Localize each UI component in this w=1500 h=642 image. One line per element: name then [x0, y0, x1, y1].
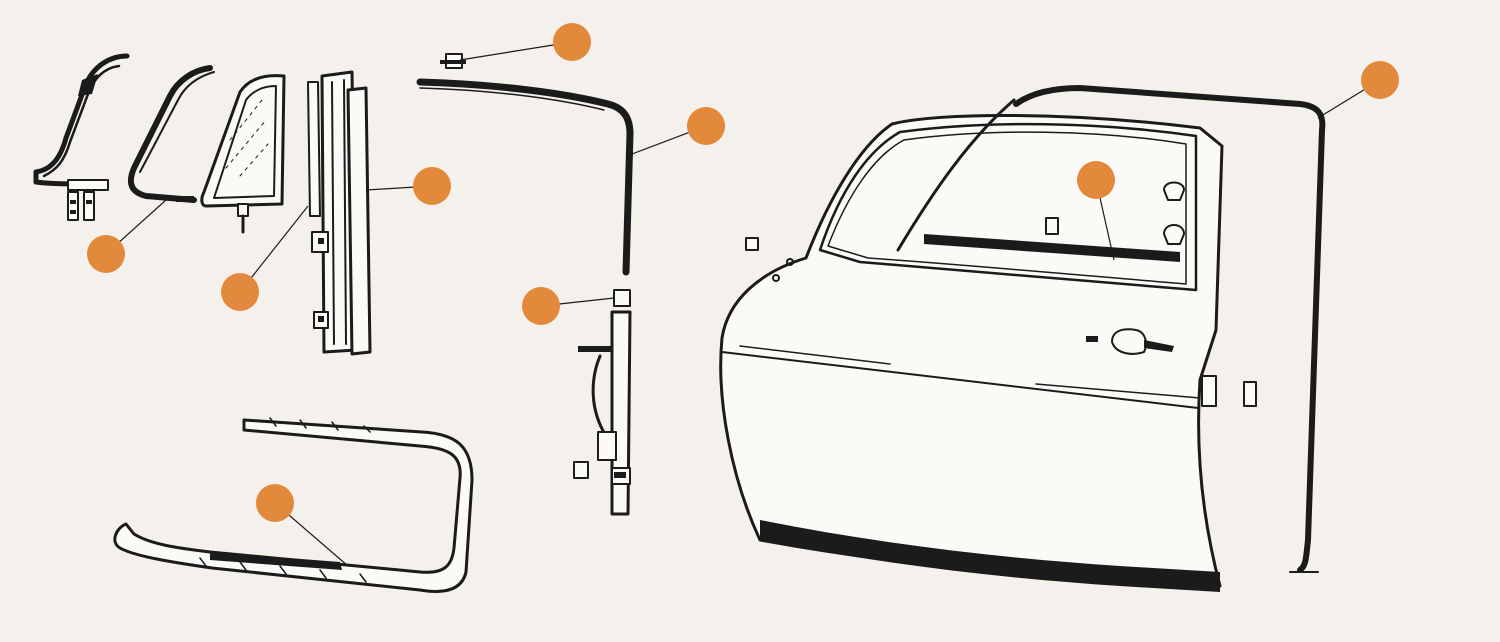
lower-trim-seal-part	[113, 417, 474, 593]
hotspot-roof-weatherstrip[interactable]	[687, 107, 725, 145]
top-clip-part	[440, 53, 466, 69]
hotspot-trim-seal[interactable]	[256, 484, 294, 522]
channel-bracket-part	[573, 289, 632, 516]
door-shell-part	[719, 98, 1257, 592]
quarter-window-seal-part	[127, 65, 215, 203]
glass-run-channel-part	[307, 70, 372, 356]
hotspot-glass-run-channel[interactable]	[413, 167, 451, 205]
hotspot-quarter-window-seal[interactable]	[87, 235, 125, 273]
hotspot-vent-frame-seal[interactable]	[221, 273, 259, 311]
hotspot-channel-bracket[interactable]	[522, 287, 560, 325]
vent-window-part	[200, 74, 286, 234]
hotspot-top-clip[interactable]	[553, 23, 591, 61]
hotspot-door-seal[interactable]	[1361, 61, 1399, 99]
vent-frame-part	[33, 53, 130, 221]
hotspot-door-belt-strip[interactable]	[1077, 161, 1115, 199]
door-seal-part	[1013, 85, 1326, 573]
hotspot-markers	[87, 23, 1399, 522]
roof-weatherstrip-part	[416, 78, 634, 276]
